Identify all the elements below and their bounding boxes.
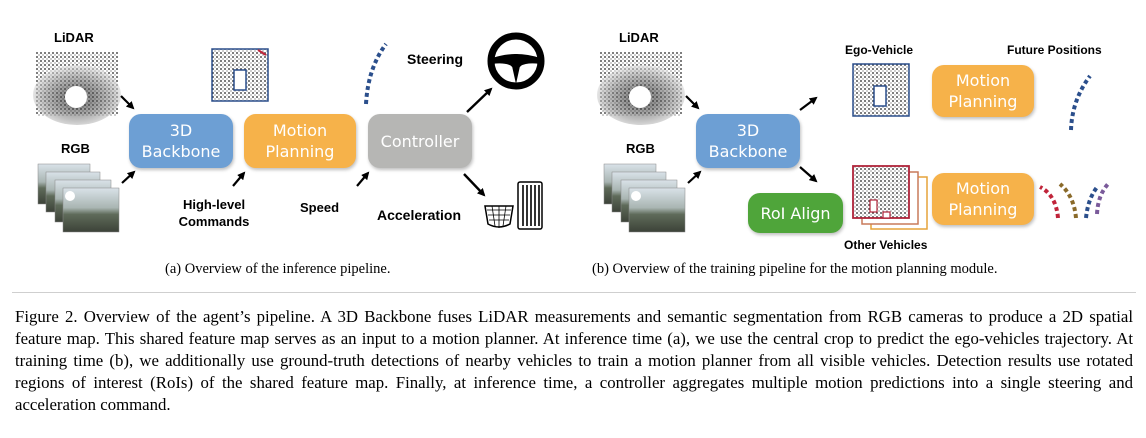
lidar-scan-image xyxy=(33,52,121,125)
other-vehicles-label: Other Vehicles xyxy=(844,238,928,252)
motion-bottom-line2: Planning xyxy=(948,200,1018,219)
left-subcaption: (a) Overview of the inference pipeline. xyxy=(165,261,391,277)
ego-feature-map xyxy=(852,63,910,117)
roi-align-label: RoI Align xyxy=(760,203,831,223)
steering-label: Steering xyxy=(407,51,464,67)
feature-map-crop xyxy=(211,48,269,102)
motion-planning-box-top: Motion Planning xyxy=(932,65,1034,117)
commands-label: High-level Commands xyxy=(172,196,256,230)
rgb-label: RGB xyxy=(61,141,90,156)
roi-align-box: RoI Align xyxy=(748,193,843,233)
motion-label-line1: Motion xyxy=(272,121,328,140)
motion-bottom-line1: Motion xyxy=(955,179,1011,198)
commands-label-line1: High-level xyxy=(182,197,246,212)
future-positions-label: Future Positions xyxy=(1007,43,1102,57)
backbone-box: 3D Backbone xyxy=(129,114,233,168)
rgb-label-right: RGB xyxy=(626,141,655,156)
backbone-right-line2: Backbone xyxy=(708,142,788,161)
lidar-scan-image-right xyxy=(597,52,685,125)
trajectory-dots-ego xyxy=(1069,74,1092,131)
pipeline-graphics xyxy=(33,32,1110,233)
backbone-label-line2: Backbone xyxy=(141,142,221,161)
backbone-label-line1: 3D xyxy=(169,121,193,140)
trajectory-dots-others xyxy=(1039,182,1110,219)
motion-top-line2: Planning xyxy=(948,92,1018,111)
lidar-label: LiDAR xyxy=(54,30,94,45)
other-vehicles-maps xyxy=(852,165,928,230)
trajectory-dots xyxy=(364,42,388,105)
rgb-camera-stack xyxy=(37,163,120,233)
motion-top-line1: Motion xyxy=(955,71,1011,90)
lidar-label-right: LiDAR xyxy=(619,30,659,45)
ego-vehicle-label: Ego-Vehicle xyxy=(845,43,914,57)
commands-label-line2: Commands xyxy=(178,214,250,229)
controller-box: Controller xyxy=(368,114,472,168)
motion-planning-box: Motion Planning xyxy=(244,114,356,168)
rgb-camera-stack-right xyxy=(603,163,686,233)
controller-label: Controller xyxy=(380,131,460,151)
figure-caption: Figure 2. Overview of the agent’s pipeli… xyxy=(15,307,1133,414)
backbone-box-right: 3D Backbone xyxy=(696,114,800,168)
backbone-right-line1: 3D xyxy=(736,121,760,140)
steering-wheel-icon xyxy=(487,32,545,90)
acceleration-label: Acceleration xyxy=(377,207,462,223)
speed-label: Speed xyxy=(300,200,340,215)
motion-planning-box-bottom: Motion Planning xyxy=(932,173,1034,225)
caption-divider xyxy=(12,292,1136,293)
pedal-icon xyxy=(484,181,543,230)
motion-label-line2: Planning xyxy=(265,142,335,161)
right-subcaption: (b) Overview of the training pipeline fo… xyxy=(592,261,998,277)
